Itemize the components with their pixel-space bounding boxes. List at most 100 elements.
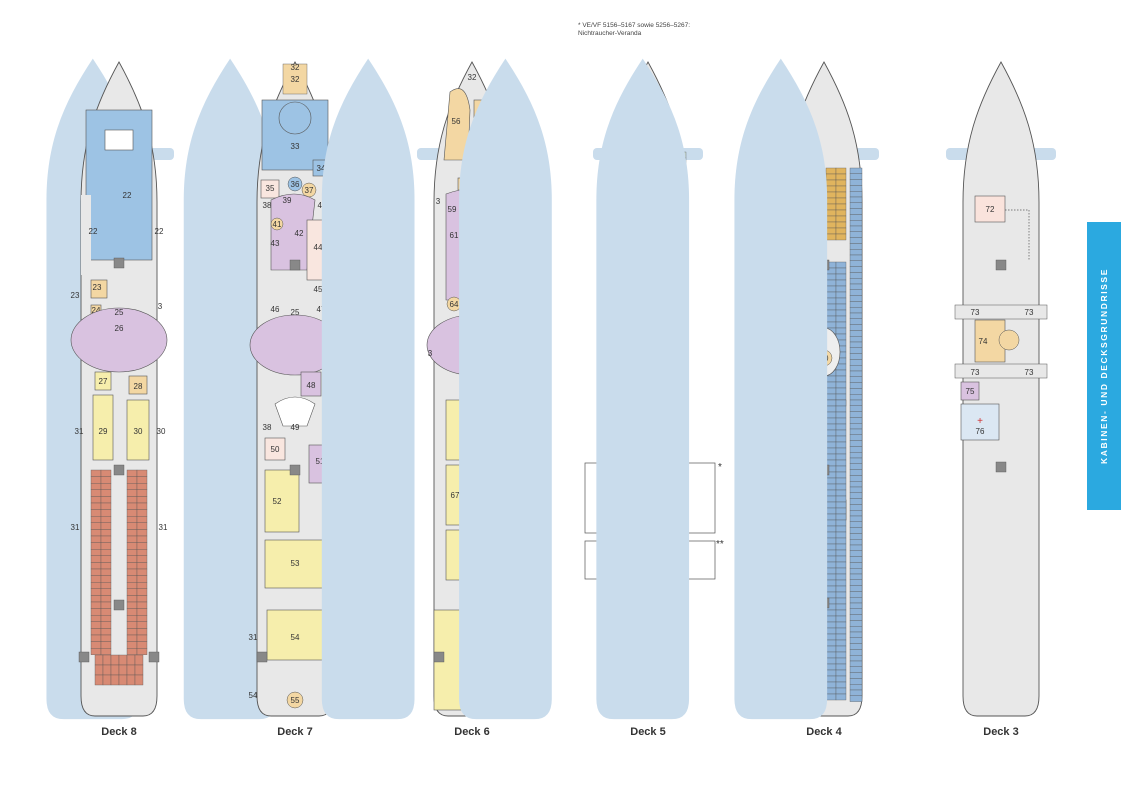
cabin-gold [825,179,837,187]
cabin-red [136,476,148,484]
cabin-blue [825,309,837,317]
cabin-blue [835,591,847,599]
cabin-red [90,555,102,563]
cabin-blue [849,597,863,604]
cabin-blue [835,525,847,533]
cabin-red [90,522,102,530]
cabin-red [100,496,112,504]
cabin-blue [849,341,863,348]
cabin-blue [825,429,837,437]
cabin-blue [849,272,863,279]
cabin-blue [849,457,863,464]
area-32 [282,63,308,95]
area-label: 56 [452,117,461,126]
cabin-blue [835,585,847,593]
area-54 [266,609,324,661]
cabin-red [126,542,138,550]
cabin-blue [835,567,847,575]
area-label-31: 31 [75,427,84,436]
cabin-aft [134,674,144,686]
cabin-blue [835,381,847,389]
cabin-red [126,516,138,523]
cabin-red [100,562,112,570]
cabin-red [136,549,148,556]
area-26-lounge [70,307,168,373]
area-label-24: 24 [92,306,101,315]
cabin-blue [849,208,863,215]
cabin-blue [835,273,847,281]
hull-shadow [321,58,415,720]
area-label: 61 [450,231,459,240]
cabin-blue [825,435,837,443]
cabin-red [90,601,102,609]
staircase-icon [113,257,125,269]
area-label: 73 [1025,368,1034,377]
cabin-blue [849,214,863,221]
cabin-gold [825,173,837,181]
cabin-blue [849,196,863,203]
area-label: 44 [314,243,323,252]
cabin-aft [110,654,120,666]
cabin-aft [94,674,104,686]
area-label: 33 [291,142,300,151]
area-label: 36 [291,180,300,189]
cabin-blue [835,471,847,479]
cabin-blue [835,603,847,611]
cabin-blue [825,657,837,665]
cabin-gold [835,227,847,235]
area-label: 76 [976,427,985,436]
cabin-red [136,608,148,616]
cabin-red [100,529,112,537]
cabin-red [126,535,138,543]
area-label: 45 [314,285,323,294]
cabin-blue [835,657,847,665]
cabin-gold [825,227,837,235]
cabin-blue [849,249,863,256]
area-48 [300,371,322,397]
staircase-icon [148,651,160,663]
cabin-blue [835,579,847,587]
cabin-red [136,555,148,563]
staircase-icon [78,651,90,663]
cabin-blue [849,521,863,528]
cabin-blue [835,507,847,515]
area-28 [128,375,148,395]
cabin-blue [849,312,863,319]
cabin-blue [849,637,863,644]
cabin-blue [849,260,863,267]
cabin-red [100,648,112,655]
hull-shadow [459,58,552,720]
cabin-red [126,588,138,596]
cabin-blue [825,321,837,329]
cabin-blue [835,261,847,269]
cabin-gold [835,215,847,223]
cabin-red [100,509,112,517]
cabin-red [126,555,138,563]
area-41 [270,217,284,231]
staircase-icon [433,651,445,663]
cabin-blue [835,411,847,419]
area-label: 72 [986,205,995,214]
cabin-red [126,502,138,510]
cabin-gold [825,197,837,205]
cabin-red [90,535,102,543]
cabin-blue [849,394,863,401]
cabin-blue [849,225,863,232]
cabin-red [90,562,102,570]
cabin-red [136,595,148,603]
cabin-red [90,628,102,636]
cabin-red [126,628,138,636]
cabin-blue [825,519,837,527]
cabin-blue [849,243,863,250]
cabin-blue [835,597,847,605]
cabin-blue [849,539,863,546]
cabin-blue [835,309,847,317]
cabin-blue [849,336,863,343]
cabin-blue [825,663,837,671]
cabin-blue [849,504,863,511]
area-label: 38 [263,423,272,432]
area-label: 73 [971,368,980,377]
cabin-red [136,502,148,510]
cabin-blue [825,633,837,641]
